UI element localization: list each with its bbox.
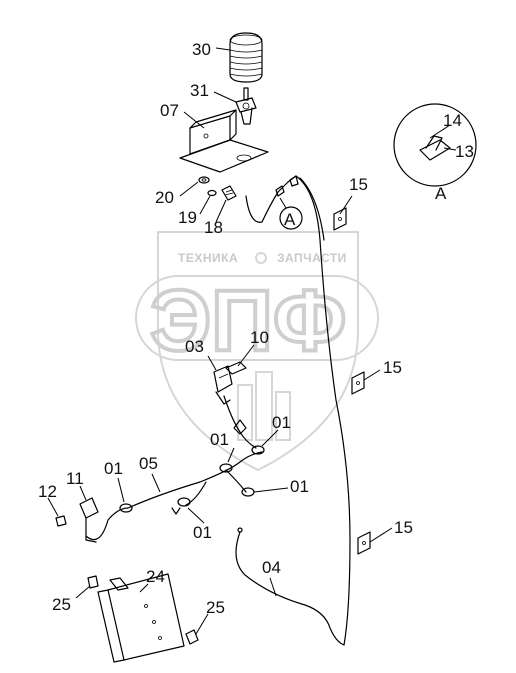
clip-15-top — [333, 207, 347, 231]
clip-15-mid — [351, 371, 365, 395]
watermark-brand-right: ЗАПЧАСТИ — [277, 251, 347, 265]
washer-20 — [198, 176, 210, 184]
detail-a-label: A — [435, 184, 447, 203]
callout-07: 07 — [160, 101, 179, 120]
beacon-lamp — [229, 32, 263, 83]
clamp-01-d — [251, 445, 265, 455]
callout-03: 03 — [185, 337, 204, 356]
callout-13: 13 — [455, 142, 474, 161]
callout-25-right: 25 — [206, 598, 225, 617]
callout-11: 11 — [66, 469, 84, 488]
callout-18: 18 — [204, 218, 223, 237]
callout-14: 14 — [443, 111, 462, 130]
callout-01-b: 01 — [210, 430, 229, 449]
detail-a-view: A — [393, 103, 477, 203]
callout-30: 30 — [192, 40, 211, 59]
clamp-01-a — [119, 503, 133, 513]
bolt-18 — [221, 185, 237, 201]
clamp-01-e — [241, 487, 255, 497]
bracket-24 — [97, 573, 185, 663]
switch-03 — [213, 365, 233, 405]
cable-04 — [235, 527, 345, 646]
clamp-01-c — [219, 463, 233, 473]
screw-12 — [55, 515, 67, 527]
callout-25-left: 25 — [52, 595, 71, 614]
callout-15-top: 15 — [349, 175, 368, 194]
upper-harness — [245, 175, 351, 646]
callout-05: 05 — [139, 454, 158, 473]
ref-a-marker: A — [279, 197, 303, 230]
watermark-logo: ЭПФ — [150, 273, 346, 369]
callout-01-c: 01 — [104, 459, 123, 478]
watermark: ТЕХНИКА ЗАПЧАСТИ ЭПФ — [135, 231, 379, 472]
callout-01-a: 01 — [272, 413, 291, 432]
callout-01-e: 01 — [193, 523, 212, 542]
callout-24: 24 — [146, 567, 165, 586]
clamp-01-b — [177, 497, 191, 507]
gear-icon — [255, 252, 267, 264]
bolt-25-left — [87, 575, 99, 589]
lamp-mount — [235, 87, 257, 125]
callout-01-d: 01 — [290, 477, 309, 496]
ref-a-label: A — [284, 210, 296, 229]
leader-lines — [47, 47, 393, 635]
watermark-brand-left: ТЕХНИКА — [178, 251, 238, 265]
callout-15-low: 15 — [394, 518, 413, 537]
callout-19: 19 — [178, 208, 197, 227]
mounting-bracket — [179, 109, 269, 173]
clip-15-low — [357, 531, 371, 555]
bracket-11 — [79, 497, 99, 543]
bolt-25-right — [185, 629, 199, 645]
washer-19 — [207, 189, 217, 197]
callout-12: 12 — [38, 482, 57, 501]
callout-20: 20 — [155, 188, 174, 207]
callout-15-mid: 15 — [383, 358, 402, 377]
callout-31: 31 — [190, 81, 209, 100]
callout-04: 04 — [262, 558, 281, 577]
plate-10 — [225, 361, 247, 375]
callout-10: 10 — [250, 328, 269, 347]
callout-labels: 30 31 07 20 19 18 15 14 13 10 03 15 01 0… — [38, 40, 474, 617]
